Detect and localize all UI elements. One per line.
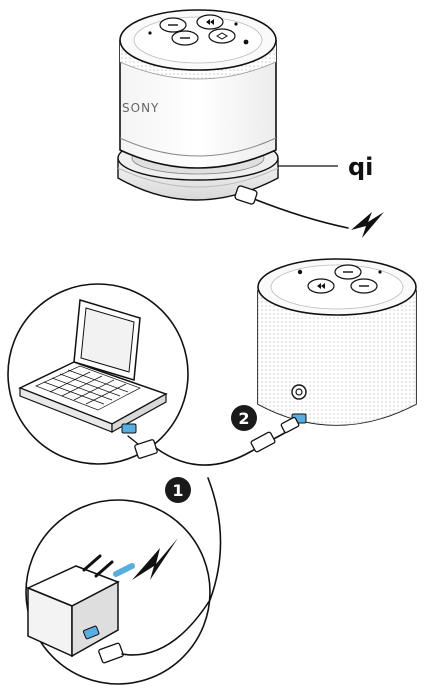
usb-cable-icon xyxy=(234,185,348,228)
svg-text:qi: qi xyxy=(348,153,373,181)
power-bolt-icon xyxy=(351,212,384,238)
svg-text:2: 2 xyxy=(238,409,249,428)
speaker-on-charging-pad: SONY qi xyxy=(118,10,384,238)
brand-label: SONY xyxy=(122,101,159,115)
speaker-icon: SONY xyxy=(120,10,276,168)
qi-logo: qi xyxy=(278,153,373,181)
speaker-icon xyxy=(258,259,416,425)
wall-charger-icon xyxy=(26,500,210,684)
step-badge-2: 2 xyxy=(231,405,257,431)
speaker-usb-connection: 1 2 xyxy=(8,259,416,684)
laptop-icon xyxy=(8,284,188,464)
svg-text:1: 1 xyxy=(172,481,183,500)
step-badge-1: 1 xyxy=(165,477,191,503)
